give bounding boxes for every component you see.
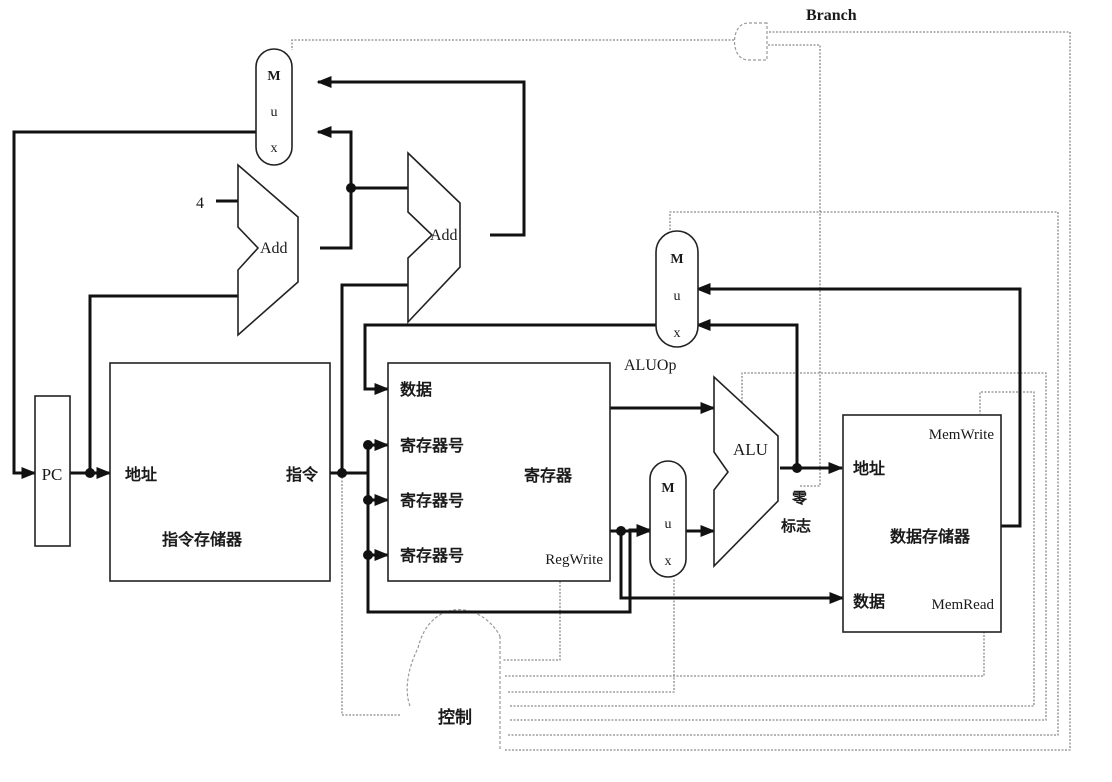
data-memory: MemWrite 地址 数据存储器 数据 MemRead (842, 414, 1002, 633)
data-memory-title: 数据存储器 (890, 527, 971, 546)
control-lines (291, 22, 1071, 751)
memwrite-control-line (510, 391, 1035, 707)
instruction-to-control-line (341, 470, 400, 716)
data-mem-write-data-label: 数据 (853, 592, 885, 611)
control-unit-label: 控制 (438, 707, 472, 728)
reg-num-label: 寄存器号 (400, 436, 464, 455)
memwrite-label: MemWrite (929, 427, 995, 443)
inst-mem-instruction-label: 指令 (286, 465, 319, 484)
mux-letter: x (271, 141, 278, 156)
mux-letter: x (665, 554, 672, 569)
pc-adder: Add (237, 163, 299, 337)
memread-label: MemRead (932, 597, 995, 613)
mux-letter: u (271, 105, 278, 120)
alu-label: ALU (733, 440, 768, 459)
zero-flag-label-line1: 零 (791, 489, 808, 507)
inst-mem-address-label: 地址 (125, 465, 157, 484)
mux-letter: u (665, 517, 672, 532)
mux-letter: M (670, 252, 683, 267)
constant-four: 4 (196, 195, 204, 212)
mux-letter: u (674, 289, 681, 304)
pc-register: PC (34, 395, 71, 547)
inst-mem-title: 指令存储器 (162, 530, 243, 549)
reg-num-label: 寄存器号 (400, 491, 464, 510)
mem-to-reg-mux: M u x (655, 230, 699, 348)
branch-label: Branch (806, 7, 857, 24)
control-unit-outline (406, 609, 501, 750)
data-mem-address-label: 地址 (853, 459, 885, 478)
mux-letter: M (267, 69, 280, 84)
memread-control-line (505, 632, 985, 677)
aluop-control-line (510, 372, 1047, 721)
alusrc-control-line (508, 578, 675, 693)
pc-adder-label: Add (260, 240, 288, 257)
reg-num-label: 寄存器号 (400, 546, 464, 565)
branch-and-gate (734, 22, 768, 61)
aluop-label: ALUOp (624, 357, 676, 374)
branch-adder-label: Add (430, 227, 458, 244)
branch-adder: Add (407, 151, 461, 325)
regwrite-control-line (502, 578, 561, 661)
zero-flag-label-line2: 标志 (780, 517, 811, 535)
branch-to-pcmux-line (291, 39, 734, 50)
pc-mux: M u x (255, 48, 293, 166)
memtoreg-control-line (508, 211, 1059, 736)
regwrite-label: RegWrite (545, 552, 603, 568)
reg-write-data-label: 数据 (400, 380, 432, 399)
junction-dots (85, 183, 802, 560)
alu-src-mux: M u x (649, 460, 687, 578)
instruction-memory: 地址 指令 指令存储器 (109, 362, 331, 582)
pc-label: PC (42, 465, 63, 484)
mux-letter: M (661, 481, 674, 496)
branch-control-line (505, 31, 1071, 751)
register-file-title: 寄存器 (524, 466, 573, 485)
mux-letter: x (674, 326, 681, 341)
zero-to-branch-line (767, 44, 821, 487)
alu: ALU 零 标志 (713, 375, 811, 568)
register-file: 数据 寄存器号 寄存器号 寄存器号 寄存器 RegWrite (387, 362, 611, 582)
